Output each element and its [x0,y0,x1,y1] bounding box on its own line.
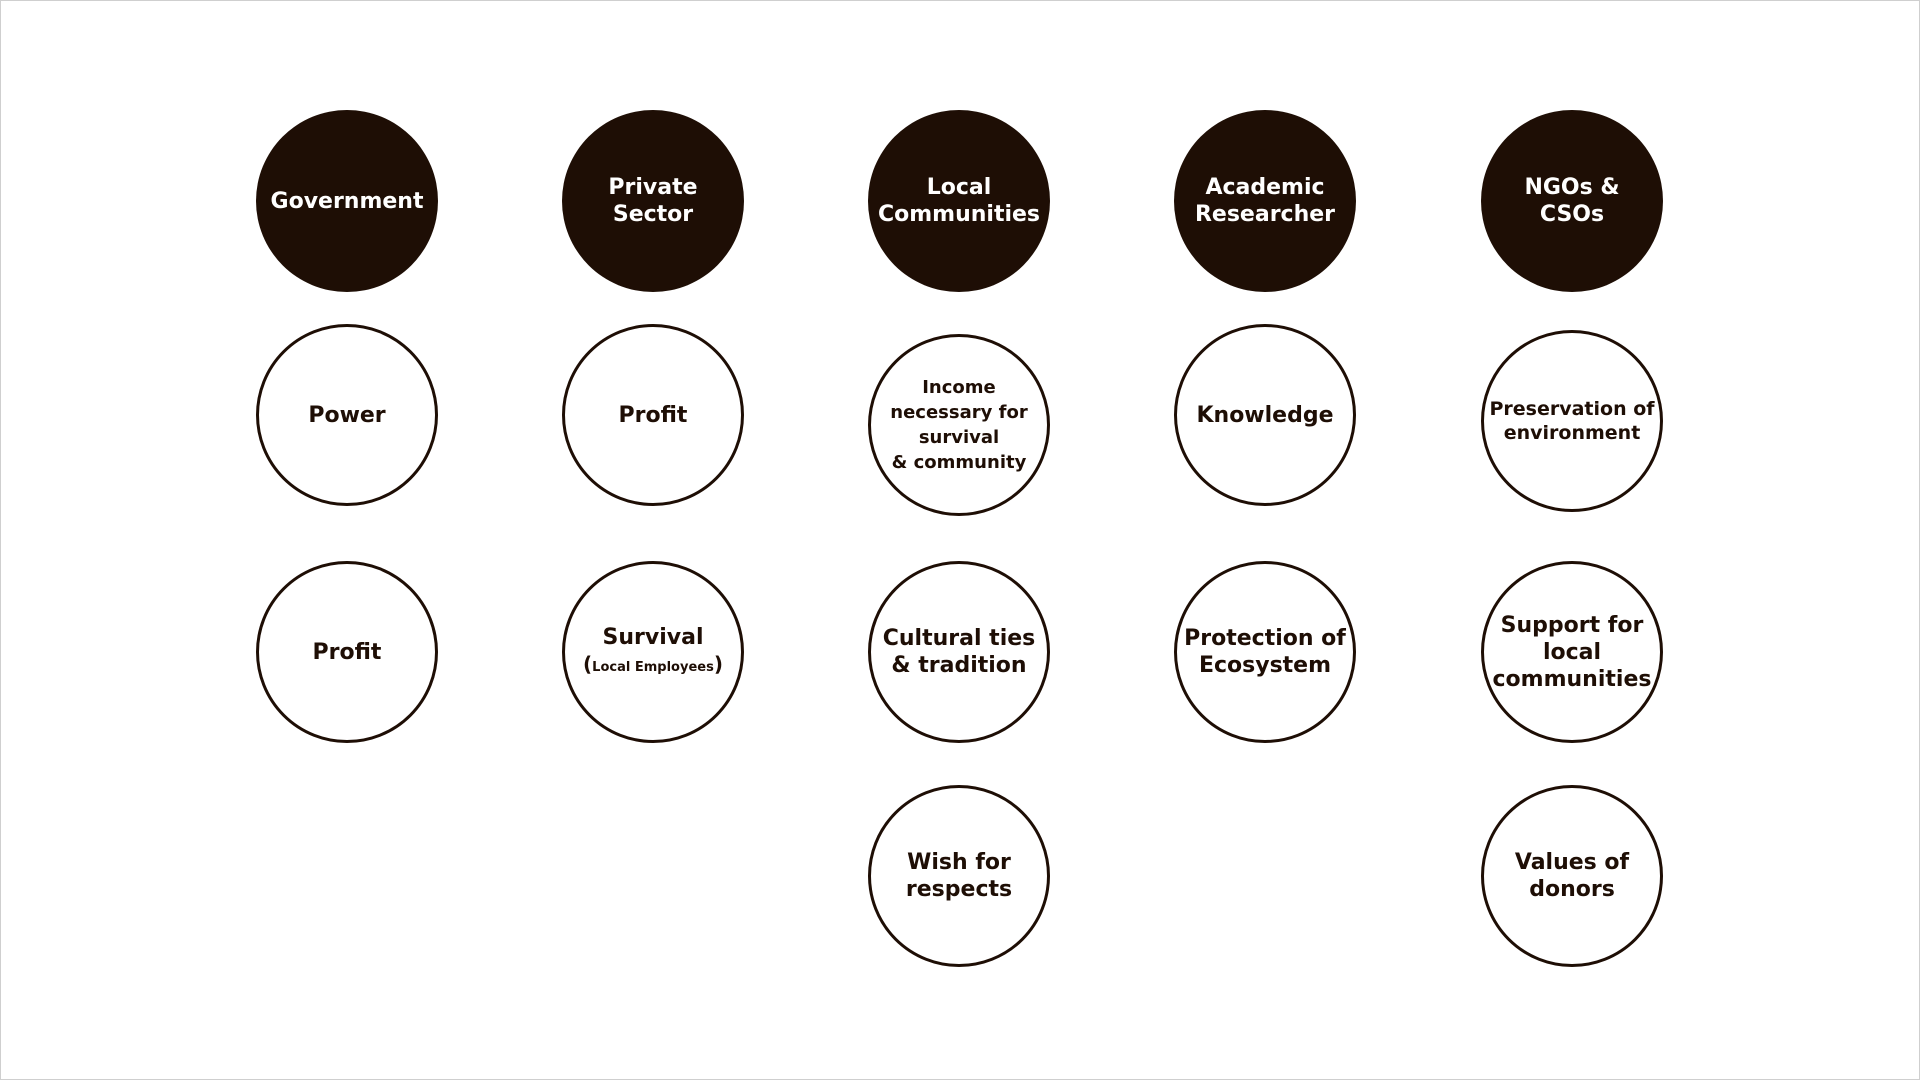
value-wish-for-respects: Wish for respects [868,785,1050,967]
value-label: donors [1529,877,1615,902]
value-label: respects [905,877,1013,902]
stakeholder-label: Academic [1205,175,1325,200]
value-label: Support for [1500,612,1644,638]
value-label: & tradition [891,653,1027,678]
value-preservation-of-environment: Preservation of environment [1481,330,1663,512]
stakeholder-ngos-csos: NGOs & CSOs [1481,110,1663,292]
value-label: & community [891,452,1027,473]
value-income: Income necessary for survival & communit… [868,334,1050,516]
value-label: Values of [1514,850,1630,875]
value-label: Preservation of [1489,398,1655,420]
stakeholder-label: NGOs & [1524,175,1620,200]
value-label: environment [1503,422,1641,444]
value-label: local [1542,639,1602,665]
value-support-for-local-communities: Support for local communities [1481,561,1663,743]
value-label: Income [922,377,996,398]
value-label: Survival [602,624,704,650]
value-profit: Profit [562,324,744,506]
stakeholder-local-communities: Local Communities [868,110,1050,292]
value-label: Ecosystem [1198,653,1332,678]
stakeholder-label: Sector [612,202,694,227]
value-label: Profit [312,639,382,665]
value-label: necessary for [890,402,1028,423]
value-label: communities [1492,666,1652,692]
value-label: Protection of [1184,626,1346,651]
value-cultural-ties: Cultural ties & tradition [868,561,1050,743]
value-power: Power [256,324,438,506]
value-label: Profit [618,402,688,428]
value-knowledge: Knowledge [1174,324,1356,506]
value-label: survival [918,427,1000,448]
stakeholder-academic-researcher: Academic Researcher [1174,110,1356,292]
value-label: Knowledge [1196,402,1334,428]
stakeholder-label: Private [608,175,698,200]
stakeholder-label: Communities [877,202,1041,227]
value-sublabel: (Local Employees) [583,651,723,676]
stakeholder-label: CSOs [1539,202,1605,227]
stakeholder-label: Researcher [1194,202,1336,227]
value-label: Cultural ties [882,626,1036,651]
stakeholder-private-sector: Private Sector [562,110,744,292]
value-values-of-donors: Values of donors [1481,785,1663,967]
value-survival: Survival (Local Employees) [562,561,744,743]
stakeholder-government: Government [256,110,438,292]
stakeholder-label: Government [270,188,424,214]
stakeholder-label: Local [926,175,992,200]
value-label: Power [308,402,386,428]
value-label: Wish for [907,850,1011,875]
value-profit: Profit [256,561,438,743]
value-protection-of-ecosystem: Protection of Ecosystem [1174,561,1356,743]
